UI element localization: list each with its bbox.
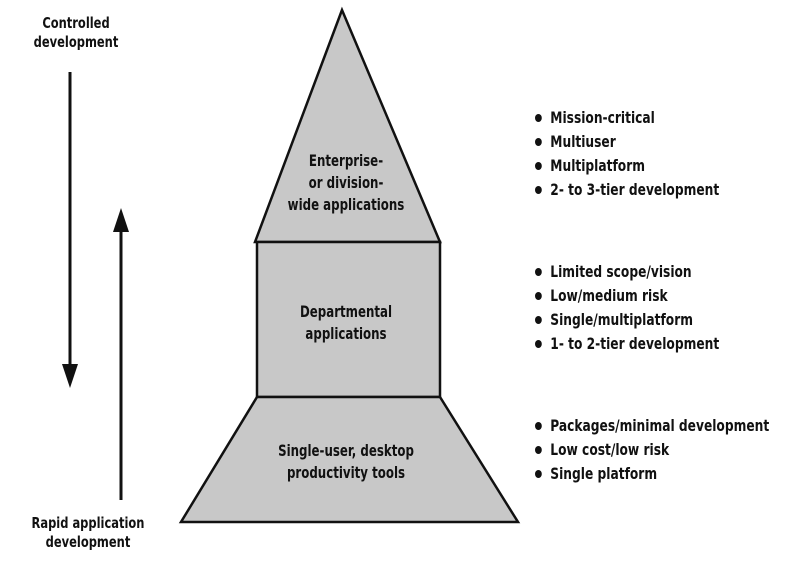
bullet-item: 1- to 2-tier development [535,332,719,356]
tier-bottom-label: Single-user, desktop productivity tools [278,441,414,482]
tier-middle-bullets: Limited scope/vision Low/medium risk Sin… [535,260,719,356]
rapid-application-development-label: Rapid application development [31,514,145,551]
bullet-item: Limited scope/vision [535,260,719,284]
bullet-item: Mission-critical [535,106,719,130]
up-arrowhead [113,208,129,232]
bullet-item: Multiuser [535,130,719,154]
bullet-item: Multiplatform [535,154,719,178]
tier-middle-shape [255,240,442,399]
tier-bottom-shape [178,395,521,524]
tier-middle-label: Departmental applications [299,302,393,343]
bullet-item: 2- to 3-tier development [535,178,719,202]
bullet-item: Low cost/low risk [535,438,769,462]
down-arrowhead [62,364,78,388]
controlled-development-label: Controlled development [33,14,119,51]
bullet-item: Single/multiplatform [535,308,719,332]
tier-top-bullets: Mission-critical Multiuser Multiplatform… [535,106,719,202]
bullet-item: Low/medium risk [535,284,719,308]
tier-bottom-bullets: Packages/minimal development Low cost/lo… [535,414,769,486]
bullet-item: Single platform [535,462,769,486]
tier-top-label: Enterprise- or division- wide applicatio… [287,151,405,214]
bullet-item: Packages/minimal development [535,414,769,438]
